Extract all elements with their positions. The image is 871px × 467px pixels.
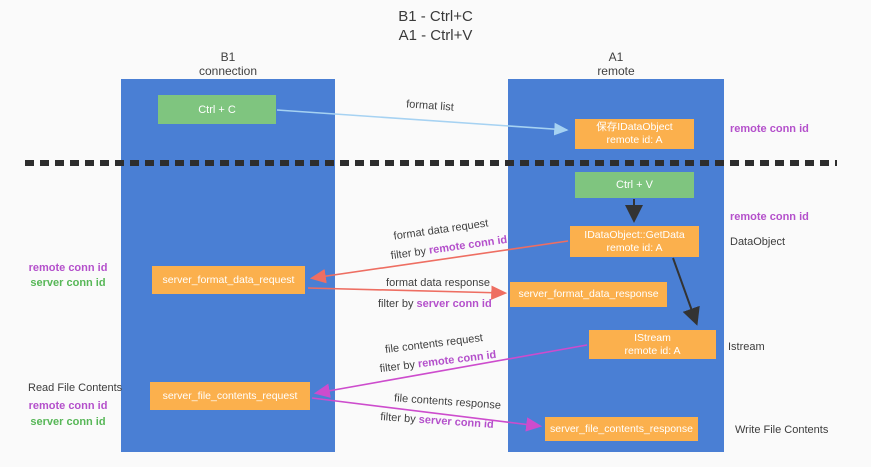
lifeline-b1-name: B1 <box>220 50 236 64</box>
remote-conn-id-note-top: remote conn id <box>730 123 809 135</box>
file-contents-response-filter-label: filter by server conn id <box>380 411 495 431</box>
filter-by-prefix: filter by <box>379 358 419 376</box>
lifeline-a1-name: A1 <box>608 50 624 64</box>
idataobject-getdata-box: IDataObject::GetData remote id: A <box>570 226 699 257</box>
phase-separator-dashed-line <box>25 160 837 166</box>
filter-by-prefix: filter by <box>390 244 430 263</box>
idataobject-getdata-line1: IDataObject::GetData <box>584 228 685 241</box>
server-file-contents-response-box: server_file_contents_response <box>545 417 698 441</box>
idataobject-getdata-line2: remote id: A <box>606 241 663 254</box>
istream-box: IStream remote id: A <box>589 330 716 359</box>
lifeline-b1-role: connection <box>198 64 258 78</box>
left-remote-conn-id-note-2: remote conn id <box>28 400 108 412</box>
ctrl-c-label: Ctrl + C <box>198 103 236 116</box>
server-file-contents-request-label: server_file_contents_request <box>162 389 298 402</box>
save-idataobject-line1: 保存IDataObject <box>596 121 673 133</box>
server-format-data-response-label: server_format_data_response <box>518 288 659 300</box>
left-server-conn-id-note-2: server conn id <box>30 416 106 428</box>
diagram-title: B1 - Ctrl+C A1 - Ctrl+V <box>0 7 871 45</box>
istream-line2: remote id: A <box>624 344 681 357</box>
read-file-contents-note: Read File Contents <box>28 382 123 394</box>
lifeline-header-a1: A1 remote <box>508 50 724 78</box>
ctrl-v-action-box: Ctrl + V <box>575 172 694 198</box>
format-data-response-filter-label: filter by server conn id <box>378 298 492 310</box>
left-remote-conn-id-note-1: remote conn id <box>28 262 108 274</box>
filter-server-conn-id: server conn id <box>416 298 492 310</box>
title-line-1: B1 - Ctrl+C <box>398 8 473 25</box>
left-server-conn-id-note-1: server conn id <box>30 277 106 289</box>
istream-note: Istream <box>728 341 765 353</box>
server-format-data-response-box: server_format_data_response <box>510 282 667 307</box>
filter-remote-conn-id: remote conn id <box>428 233 508 257</box>
file-contents-response-label: file contents response <box>393 392 502 412</box>
format-list-label: format list <box>405 98 455 114</box>
server-format-data-request-label: server_format_data_request <box>162 273 295 286</box>
dataobject-note: DataObject <box>730 236 786 248</box>
save-idataobject-box: 保存IDataObject remote id: A <box>575 119 694 149</box>
lifeline-header-b1: B1 connection <box>121 50 335 78</box>
filter-by-prefix: filter by <box>379 411 420 426</box>
save-idataobject-line2: remote id: A <box>606 134 663 146</box>
filter-server-conn-id: server conn id <box>418 413 495 431</box>
lifeline-a1-role: remote <box>597 64 635 78</box>
server-format-data-request-box: server_format_data_request <box>152 266 305 294</box>
ctrl-c-action-box: Ctrl + C <box>158 95 276 124</box>
server-file-contents-request-box: server_file_contents_request <box>150 382 310 410</box>
remote-conn-id-note-mid: remote conn id <box>730 211 809 223</box>
istream-line1: IStream <box>634 331 671 344</box>
filter-by-prefix: filter by <box>378 298 417 310</box>
ctrl-v-label: Ctrl + V <box>616 179 653 191</box>
write-file-contents-note: Write File Contents <box>735 424 829 436</box>
server-file-contents-response-label: server_file_contents_response <box>549 422 693 435</box>
filter-remote-conn-id: remote conn id <box>417 348 497 371</box>
format-data-response-label: format data response <box>386 277 490 289</box>
title-line-2: A1 - Ctrl+V <box>398 27 473 44</box>
